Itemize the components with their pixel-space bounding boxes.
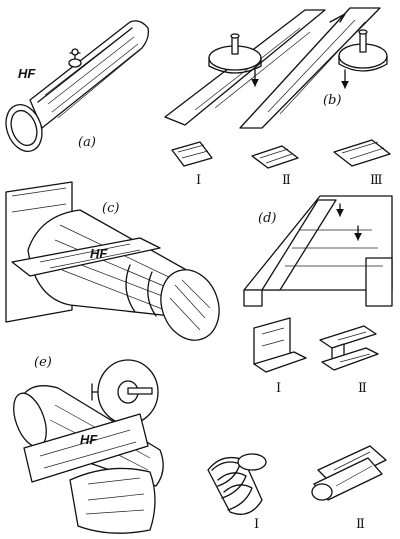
variant-label-b2: Ⅱ [282,173,291,188]
panel-b: (b) Ⅰ Ⅱ Ⅲ [164,7,391,188]
variant-label-b1: Ⅰ [196,173,201,188]
fin-e [23,413,149,483]
panel-label-a: (a) [78,135,96,150]
process-label-c: HF [90,246,108,261]
panel-label-b: (b) [323,93,341,108]
joint-variant-b3: Ⅲ [333,139,391,188]
tube-a [5,20,150,152]
joint-variant-b1: Ⅰ [171,141,213,188]
variant-label-e2: Ⅱ [356,517,365,532]
joint-variant-d2: Ⅱ [319,325,379,396]
roller-left-b [208,33,262,74]
variant-label-d2: Ⅱ [358,381,367,396]
variant-label-b3: Ⅲ [370,173,383,188]
variant-label-e1: Ⅰ [254,517,259,532]
longitudinal-fin-variant-e2: Ⅱ [311,445,387,532]
process-label-a: HF [18,66,36,81]
panel-d: (d) Ⅰ Ⅱ [243,195,393,396]
panel-a: HF (a) [5,20,150,152]
process-label-e: HF [80,432,98,447]
joint-variant-b2: Ⅱ [251,145,299,188]
pipe-c [27,209,220,341]
contact-roller-a [68,48,82,68]
roller-e [91,359,159,425]
panel-c: HF (c) [5,181,220,341]
beam-d [243,195,393,307]
helical-fin-variant-e1: Ⅰ [207,453,267,532]
joint-variant-d1: Ⅰ [253,317,307,396]
panel-label-d: (d) [258,211,276,226]
panel-label-e: (e) [34,355,52,370]
variant-label-d1: Ⅰ [276,381,281,396]
strip-c [11,237,161,277]
roller-right-b [338,29,388,72]
panel-e: HF (e) Ⅰ Ⅱ [13,355,387,534]
panel-label-c: (c) [102,201,119,216]
lower-pipe-e [69,467,156,534]
